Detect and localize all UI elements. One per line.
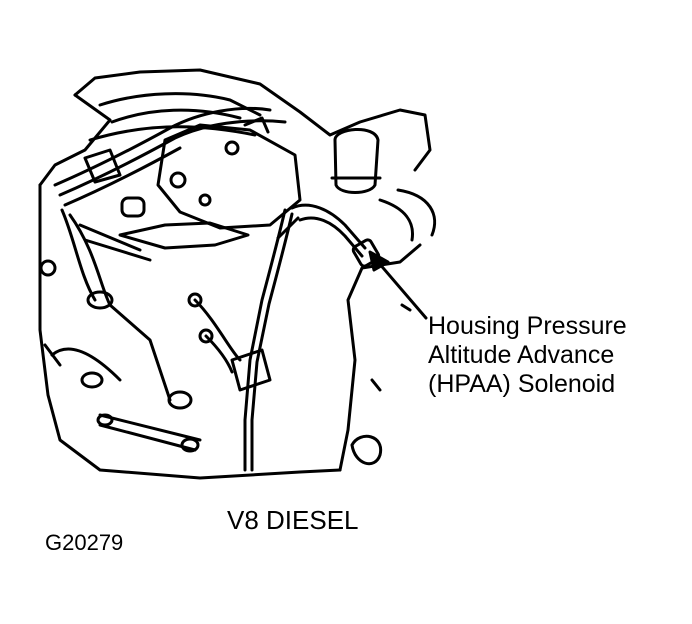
callout-arrow bbox=[368, 250, 428, 320]
fuel-filter bbox=[330, 127, 437, 466]
intake-plate bbox=[78, 221, 250, 262]
figure-code: G20279 bbox=[45, 530, 124, 555]
injection-pump bbox=[120, 116, 302, 230]
engine-caption: V8 DIESEL bbox=[227, 505, 359, 535]
lower-block-details bbox=[39, 259, 242, 453]
callout-label-line-2: Altitude Advance bbox=[428, 341, 615, 369]
valve-cover bbox=[83, 92, 262, 184]
return-line bbox=[230, 208, 294, 472]
callout-label-line-1: Housing Pressure bbox=[428, 312, 627, 340]
callout-label-line-3: (HPAA) Solenoid bbox=[428, 370, 616, 398]
hpaa-solenoid bbox=[276, 203, 381, 268]
fuel-lines bbox=[43, 106, 287, 410]
engine-block-outline bbox=[38, 68, 432, 480]
